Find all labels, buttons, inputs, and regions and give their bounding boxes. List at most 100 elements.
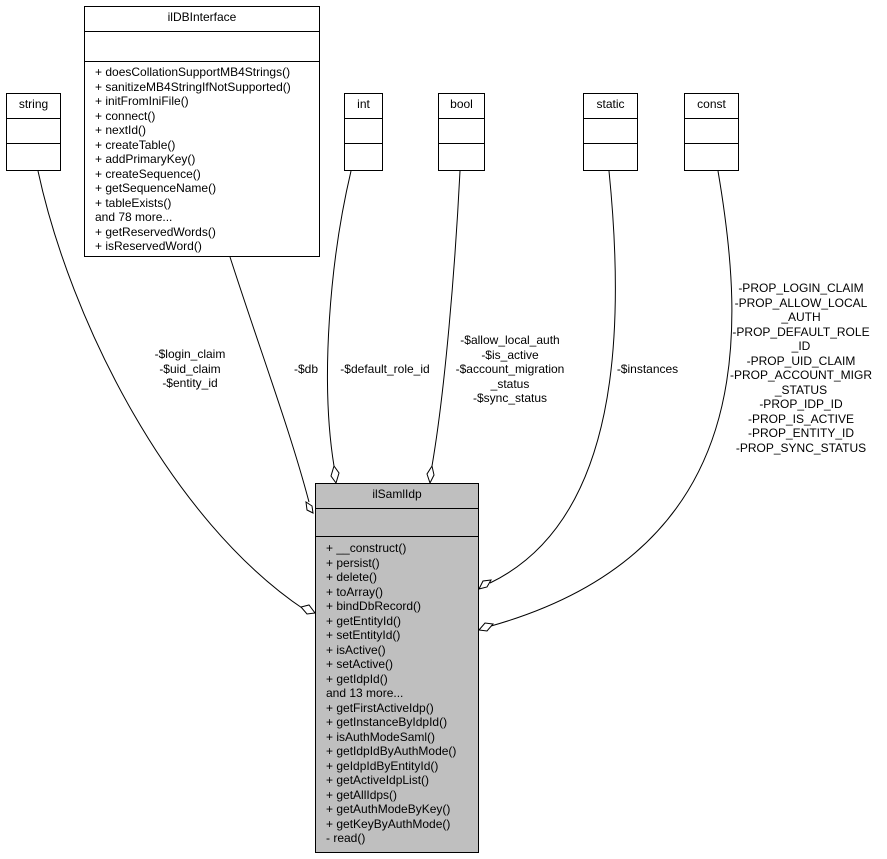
class-static-attributes (584, 118, 637, 143)
edge-label-line: -$db (293, 362, 319, 376)
method-item: + getInstanceByIdpId() (326, 715, 448, 729)
method-item: + isActive() (326, 642, 386, 657)
diamond-db (305, 500, 314, 514)
edge-label-const: -PROP_LOGIN_CLAIM -PROP_ALLOW_LOCAL _AUT… (718, 281, 884, 455)
edge-label-line: -PROP_ENTITY_ID (747, 426, 855, 440)
class-ilsamlidp: ilSamlIdp + __construct() + persist() + … (315, 483, 479, 853)
method-more: and 13 more... (326, 686, 404, 700)
class-static: static (583, 93, 638, 171)
class-ilsamlidp-attributes (316, 508, 478, 536)
method-item: + isAuthModeSaml() (326, 729, 436, 744)
method-item: + getAllIdps() (326, 787, 398, 802)
class-const-title: const (697, 97, 726, 111)
edge-label-line: -PROP_IS_ACTIVE (747, 411, 855, 426)
edge-label-line: -$entity_id (162, 376, 218, 390)
edge-label-line: -PROP_UID_CLAIM (746, 353, 856, 368)
class-ildbinterface-attributes (85, 31, 319, 61)
class-string-attributes (7, 118, 60, 143)
method-item: + createSequence() (95, 166, 201, 181)
method-item: + nextId() (95, 123, 147, 137)
edge-int (327, 170, 352, 467)
edge-db (229, 256, 310, 503)
class-ilsamlidp-title: ilSamlIdp (372, 487, 422, 501)
edge-label-line: -$uid_claim (159, 361, 221, 376)
edge-label-line: -$is_active (481, 347, 539, 362)
class-ildbinterface: ilDBInterface + doesCollationSupportMB4S… (84, 6, 320, 257)
class-const-attributes (685, 118, 738, 143)
class-string: string (6, 93, 61, 171)
edge-label-line: _status (490, 376, 530, 391)
edge-label-line: -$sync_status (472, 391, 548, 405)
method-item: + sanitizeMB4StringIfNotSupported() (95, 79, 291, 94)
method-item: + createTable() (95, 137, 176, 152)
class-const: const (684, 93, 739, 171)
edge-label-bool: -$allow_local_auth -$is_active -$account… (440, 333, 580, 406)
method-item: + getActiveIdpList() (326, 773, 430, 787)
diamond-bool (426, 464, 435, 485)
class-bool-methods (439, 143, 484, 169)
class-int-methods (345, 143, 382, 169)
class-ilsamlidp-methods: + __construct() + persist() + delete() +… (316, 536, 478, 846)
method-item: + getFirstActiveIdp() (326, 700, 434, 715)
edge-label-line: -PROP_IDP_ID (759, 397, 843, 411)
method-item: + getIdpId() (326, 671, 388, 686)
method-item: + getEntityId() (326, 613, 402, 628)
method-item: + geIdpIdByEntityId() (326, 758, 439, 773)
method-item: + toArray() (326, 584, 384, 599)
diamond-int (330, 464, 340, 485)
edge-label-line: -PROP_DEFAULT_ROLE (732, 324, 870, 339)
method-item: + doesCollationSupportMB4Strings() (95, 65, 291, 79)
edge-bool (431, 170, 461, 467)
edge-label-line: -$instances (616, 362, 679, 376)
method-item: + addPrimaryKey() (95, 152, 196, 166)
edge-label-line: -PROP_ACCOUNT_MIGR (729, 368, 872, 382)
edge-const (490, 170, 733, 627)
method-item: + getKeyByAuthMode() (326, 816, 451, 831)
class-static-title: static (596, 97, 625, 111)
method-item: + __construct() (326, 541, 407, 555)
edge-label-line: -$default_role_id (340, 362, 430, 376)
diamond-static (478, 579, 492, 590)
edge-label-line: -PROP_LOGIN_CLAIM (738, 281, 864, 295)
class-bool: bool (438, 93, 485, 171)
class-ildbinterface-title: ilDBInterface (167, 10, 237, 24)
edge-label-int: -$default_role_id (330, 362, 440, 377)
diamond-string (300, 604, 316, 615)
edge-label-static: -$instances (600, 362, 695, 377)
edge-label-line: _AUTH (781, 310, 821, 324)
edge-label-line: _STATUS (774, 382, 828, 397)
diamond-const (478, 622, 494, 632)
class-string-title: string (18, 97, 49, 111)
class-int: int (344, 93, 383, 171)
class-bool-title: bool (450, 97, 473, 111)
method-item: + setActive() (326, 657, 394, 671)
method-item: + initFromIniFile() (95, 94, 189, 108)
edge-label-line: _ID (791, 339, 811, 353)
edge-label-db: -$db (286, 362, 326, 377)
method-item: + delete() (326, 570, 378, 584)
method-item: + getAuthModeByKey() (326, 802, 451, 816)
class-const-methods (685, 143, 738, 169)
class-bool-attributes (439, 118, 484, 143)
method-item: + persist() (326, 555, 380, 570)
edge-label-line: -PROP_ALLOW_LOCAL (734, 295, 868, 310)
method-item: + getReservedWords() (95, 224, 216, 239)
edge-label-line: -$login_claim (154, 347, 226, 361)
method-more: and 78 more... (95, 210, 173, 224)
method-item: + isReservedWord() (95, 239, 202, 253)
class-int-attributes (345, 118, 382, 143)
edge-label-line: -$allow_local_auth (460, 333, 560, 347)
class-string-methods (7, 143, 60, 169)
class-static-methods (584, 143, 637, 169)
class-ildbinterface-methods: + doesCollationSupportMB4Strings() + san… (85, 61, 319, 254)
method-item: + bindDbRecord() (326, 599, 422, 613)
class-int-title: int (357, 97, 370, 111)
edge-label-string: -$login_claim -$uid_claim -$entity_id (140, 347, 240, 391)
edge-string (37, 170, 306, 611)
method-item: + getSequenceName() (95, 181, 217, 195)
method-item: + connect() (95, 108, 156, 123)
method-item: + getIdpIdByAuthMode() (326, 744, 457, 758)
edge-label-line: -PROP_SYNC_STATUS (735, 440, 867, 455)
method-item: + tableExists() (95, 195, 172, 210)
